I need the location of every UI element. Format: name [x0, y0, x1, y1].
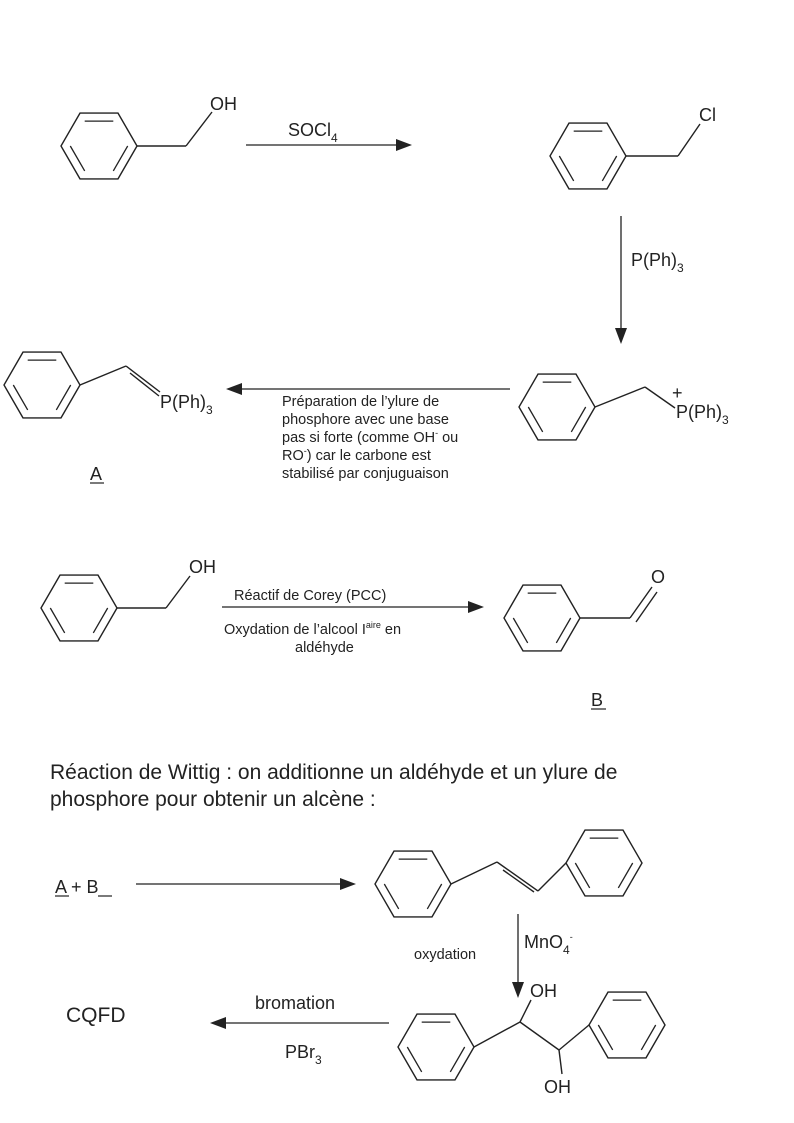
- diol-oh-bottom: OH: [544, 1077, 571, 1097]
- arrow-mno4-oxidation: MnO4- oxydation: [414, 914, 573, 998]
- svg-text:PBr3: PBr3: [285, 1042, 322, 1067]
- benzyl-alcohol-2: OH: [40, 557, 216, 642]
- svg-text:P(Ph)3: P(Ph)3: [676, 402, 729, 427]
- reagent-pbr3-sub: 3: [315, 1053, 322, 1067]
- chlorine-label: Cl: [699, 105, 716, 125]
- svg-text:SOCl4: SOCl4: [288, 120, 338, 145]
- note-line-4: RO: [282, 448, 304, 464]
- lhs-plus: +: [66, 877, 87, 897]
- stilbene: [374, 829, 643, 918]
- arrow-pcc-oxidation: Réactif de Corey (PCC) Oxydation de l’al…: [222, 588, 484, 656]
- pcc-note-a: Oxydation de l’alcool I: [224, 622, 366, 638]
- svg-text:P(Ph)3: P(Ph)3: [160, 392, 213, 417]
- reagent-mno4-sup: -: [570, 932, 573, 942]
- note-ro-minus: -: [304, 446, 307, 456]
- arrow-ylide-preparation: Préparation de l’ylure de phosphore avec…: [226, 383, 510, 482]
- note-line-4-tail: ) car le carbone est: [307, 448, 431, 464]
- note-oh-minus: -: [435, 428, 438, 438]
- reagent-socl4: SOCl: [288, 120, 331, 140]
- benzaldehyde-b: O B: [503, 567, 665, 710]
- ylide-pph3-sub: 3: [206, 403, 213, 417]
- note-line-1: Préparation de l’ylure de: [282, 394, 439, 410]
- wittig-reaction: A + B: [55, 877, 356, 897]
- reagent-bromation: bromation: [255, 993, 335, 1013]
- wittig-description-line2: phosphore pour obtenir un alcène :: [50, 788, 376, 811]
- reagent-mno4: MnO: [524, 932, 563, 952]
- phosphonium-salt: + P(Ph)3: [518, 373, 729, 441]
- final-cqfd: CQFD: [66, 1004, 126, 1027]
- svg-text:MnO4-: MnO4-: [524, 932, 573, 957]
- phosphonium-pph3-sub: 3: [722, 413, 729, 427]
- note-line-3-tail: ou: [438, 430, 458, 446]
- reagent-pph3-sub: 3: [677, 261, 684, 275]
- lhs-a: A: [55, 877, 67, 897]
- arrow-bromination: bromation PBr3: [210, 993, 389, 1067]
- ylide-a: P(Ph)3 A: [3, 351, 213, 484]
- svg-text:A + B: A + B: [55, 877, 99, 897]
- arrow-chlorination: SOCl4: [246, 120, 412, 151]
- svg-text:pas si forte (comme OH- ou: pas si forte (comme OH- ou: [282, 428, 458, 446]
- svg-text:P(Ph)3: P(Ph)3: [631, 250, 684, 275]
- reagent-pcc: Réactif de Corey (PCC): [234, 588, 386, 604]
- pcc-note-b: en: [381, 622, 401, 638]
- label-b: B: [591, 690, 603, 710]
- phosphonium-pph3: P(Ph): [676, 402, 722, 422]
- hydroxyl-label: OH: [210, 94, 237, 114]
- label-a: A: [90, 464, 102, 484]
- diol-oh-top: OH: [530, 981, 557, 1001]
- note-line-5: stabilisé par conjuguaison: [282, 466, 449, 482]
- benzyl-chloride: Cl: [549, 105, 716, 190]
- note-line-3: pas si forte (comme OH: [282, 430, 435, 446]
- hydroxyl-label-2: OH: [189, 557, 216, 577]
- oxidation-note: oxydation: [414, 947, 476, 963]
- benzyl-alcohol-1: OH: [60, 94, 237, 180]
- svg-text:RO-) car le carbone est: RO-) car le carbone est: [282, 446, 431, 464]
- svg-text:Oxydation de l’alcool Iaire en: Oxydation de l’alcool Iaire en: [224, 620, 401, 638]
- note-line-2: phosphore avec une base: [282, 412, 449, 428]
- reagent-pbr3: PBr: [285, 1042, 315, 1062]
- lhs-b: B: [87, 877, 99, 897]
- ylide-pph3: P(Ph): [160, 392, 206, 412]
- pcc-note-line2: aldéhyde: [295, 640, 354, 656]
- reagent-mno4-sub: 4: [563, 943, 570, 957]
- hydrobenzoin-diol: OH OH: [397, 981, 666, 1097]
- pcc-note-sup: aire: [366, 620, 381, 630]
- wittig-description-line1: Réaction de Wittig : on additionne un al…: [50, 761, 617, 784]
- oxygen-label: O: [651, 567, 665, 587]
- arrow-phosphination: P(Ph)3: [615, 216, 684, 344]
- reagent-socl4-sub: 4: [331, 131, 338, 145]
- reagent-pph3: P(Ph): [631, 250, 677, 270]
- plus-charge: +: [672, 383, 683, 403]
